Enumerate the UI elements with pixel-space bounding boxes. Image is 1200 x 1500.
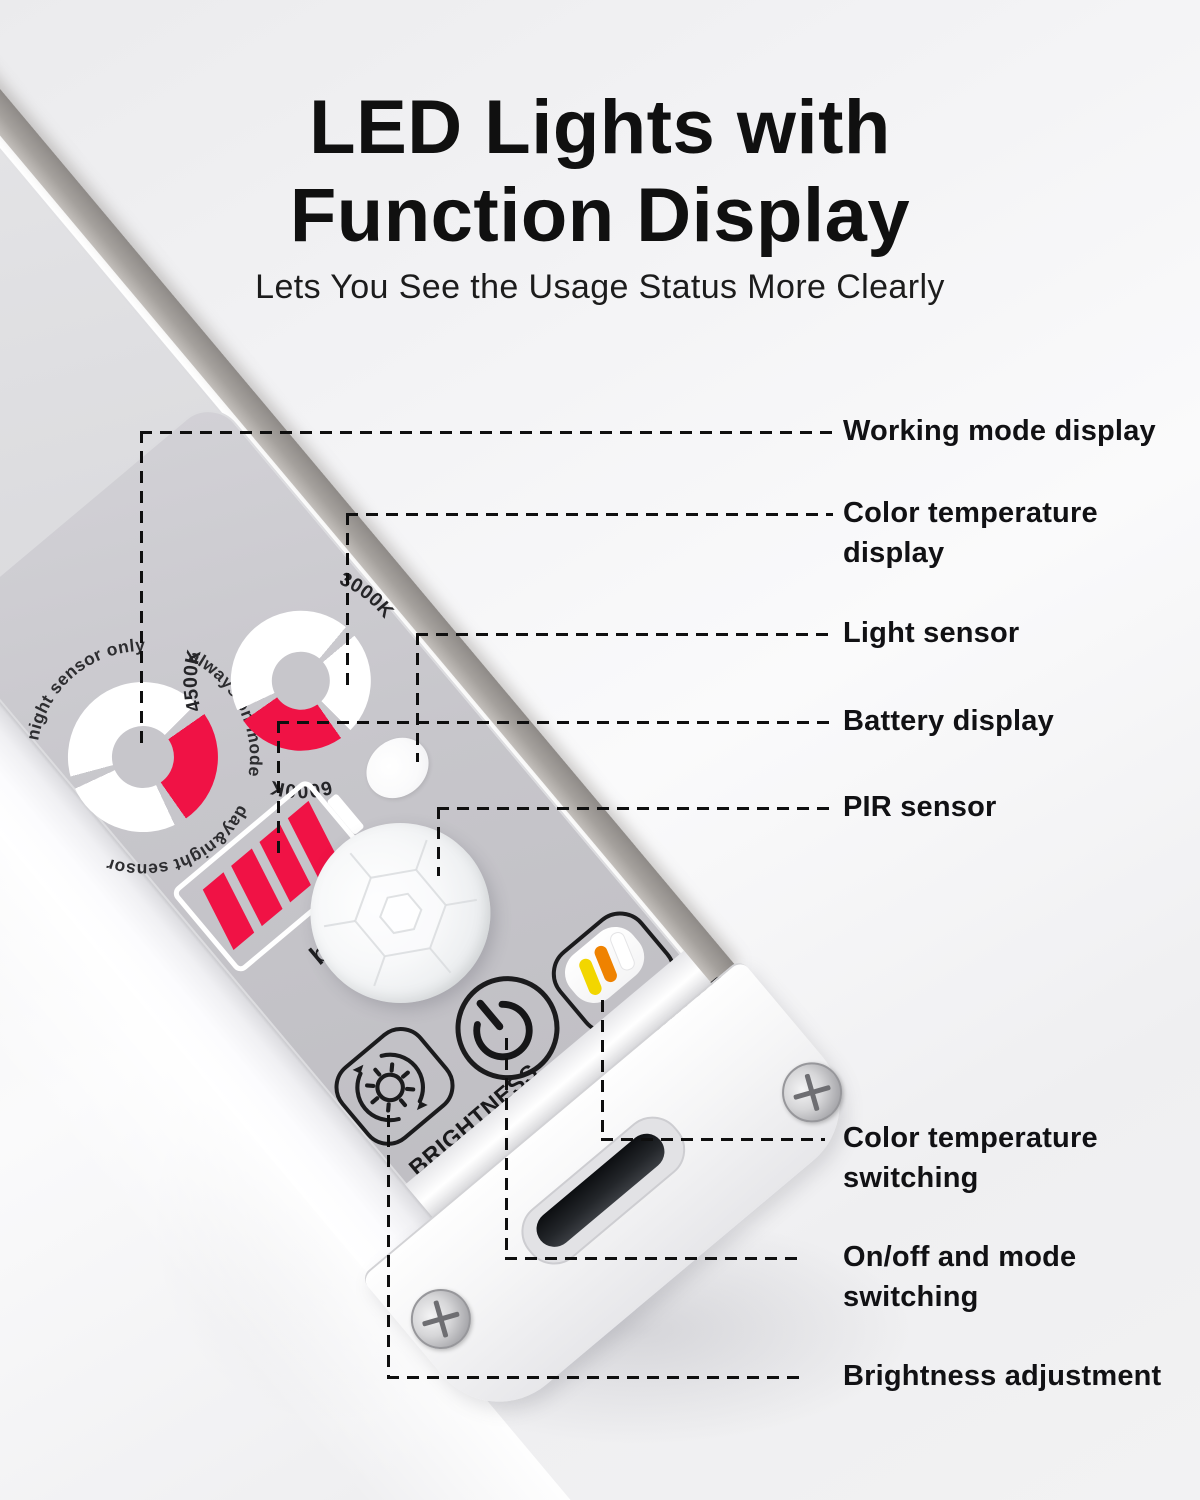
- callout-light-sensor: Light sensor: [843, 617, 1020, 649]
- leader-battery-v: [277, 721, 280, 856]
- callout-pir-sensor: PIR sensor: [843, 791, 997, 823]
- callout-brightness-adjustment: Brightness adjustment: [843, 1360, 1162, 1392]
- leader-battery-h: [277, 721, 833, 724]
- leader-light-sensor-h: [416, 633, 833, 636]
- page-title: LED Lights with Function Display: [0, 84, 1200, 260]
- temp-label-3000k: 3000K: [330, 559, 398, 631]
- pir-facet-pattern: [323, 839, 478, 987]
- power-icon: [473, 999, 533, 1061]
- leader-brightness-h: [387, 1376, 800, 1379]
- pir-sensor-dome: [273, 786, 528, 1040]
- leader-pir-v: [437, 807, 440, 876]
- leader-working-mode-h: [140, 431, 833, 434]
- title-line-2: Function Display: [289, 173, 911, 258]
- power-button: [434, 954, 581, 1102]
- leader-color-switch-h: [601, 1138, 825, 1141]
- callout-working-mode-display: Working mode display: [843, 415, 1156, 447]
- leader-color-switch-v: [601, 1000, 604, 1138]
- leader-color-temp-display-h: [346, 513, 833, 516]
- page-subtitle: Lets You See the Usage Status More Clear…: [255, 268, 945, 306]
- leader-working-mode-v: [140, 431, 143, 748]
- led-light-bar: night sensor only always on mode day&nig…: [0, 0, 909, 1500]
- temp-label-4500k: 4500K: [152, 639, 234, 722]
- leader-color-temp-display-v: [346, 513, 349, 690]
- leader-brightness-v: [387, 1115, 390, 1376]
- leader-onoff-v: [505, 1038, 508, 1257]
- title-line-1: LED Lights with: [309, 85, 891, 170]
- leader-onoff-h: [505, 1257, 800, 1260]
- leader-light-sensor-v: [416, 633, 419, 762]
- callout-onoff-mode-switching: On/off and mode switching: [843, 1241, 1077, 1313]
- leader-pir-h: [437, 807, 833, 810]
- callout-color-temperature-switching: Color temperature switching: [843, 1122, 1098, 1194]
- callout-color-temperature-display: Color temperature display: [843, 497, 1098, 569]
- callout-battery-display: Battery display: [843, 705, 1054, 737]
